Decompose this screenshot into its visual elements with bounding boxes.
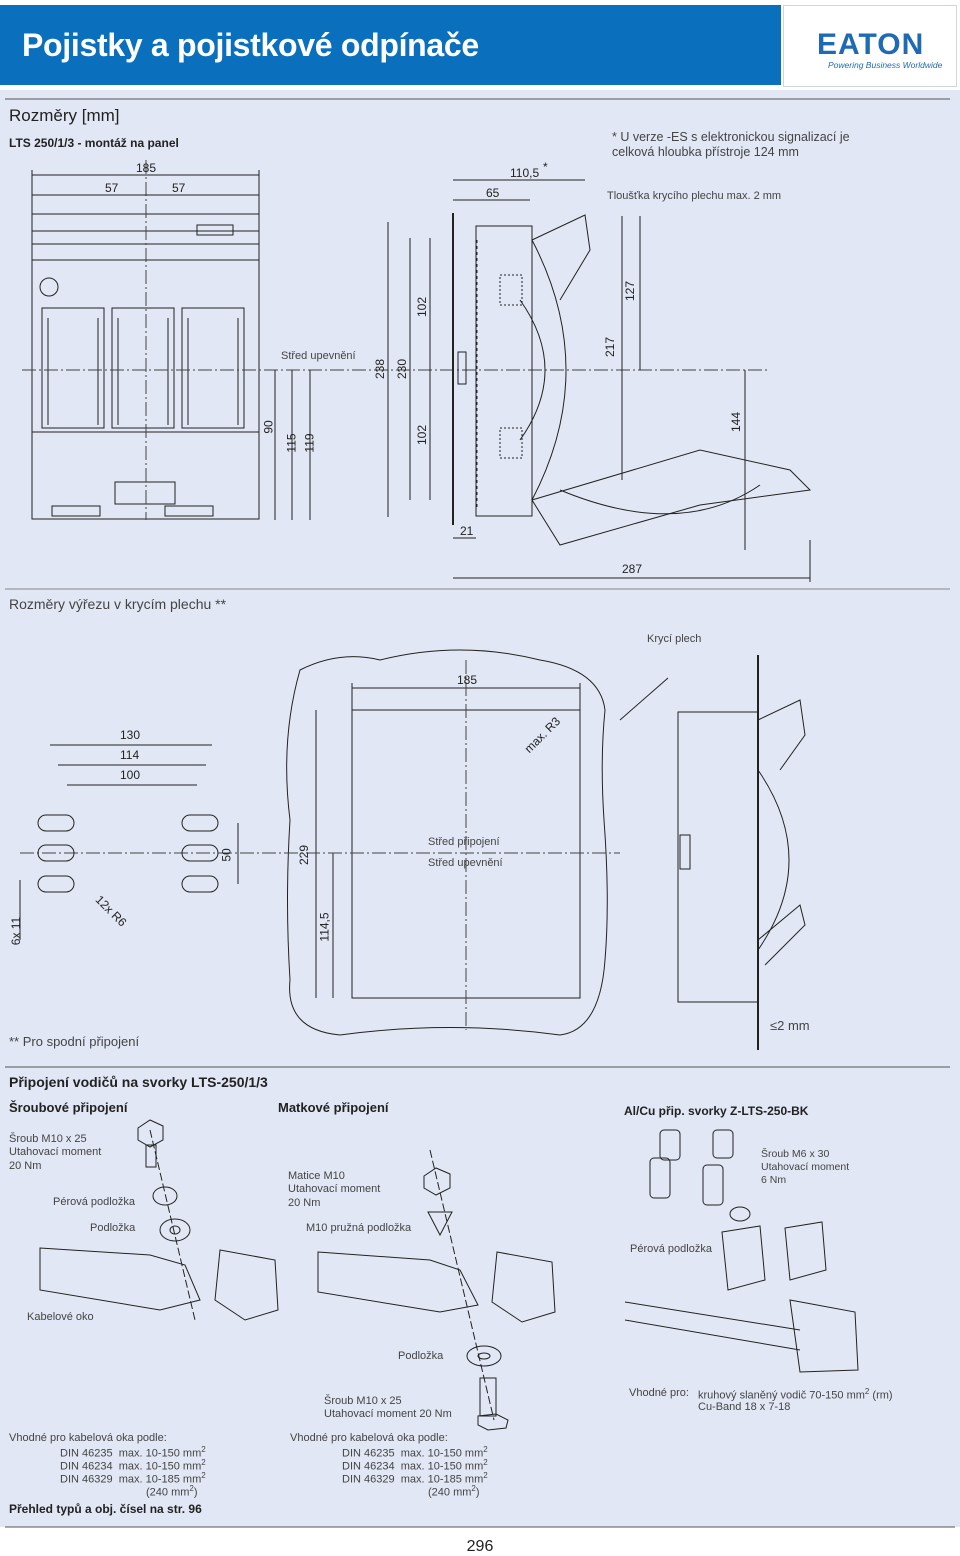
cutout-dim-50: 50	[219, 848, 234, 862]
dim-144: 144	[729, 411, 744, 433]
screw-din-extra: (240 mm2)	[146, 1484, 198, 1499]
dim-238: 238	[373, 358, 388, 380]
terminal-suitable-1: kruhový slaněný vodič 70-150 mm2 (rm)	[698, 1387, 893, 1402]
terminal-spring-washer: Pérová podložka	[630, 1243, 712, 1255]
dim-57b: 57	[172, 181, 186, 195]
cutout-dim-130: 130	[120, 728, 141, 742]
dimensions-subheading: LTS 250/1/3 - montáž na panel	[9, 136, 179, 150]
nut-din-extra: (240 mm2)	[428, 1484, 480, 1499]
dim-217: 217	[603, 336, 618, 358]
cutout-fixing-center-label: Střed upevnění	[428, 857, 503, 869]
nut-torque-label: Utahovací moment	[288, 1183, 381, 1195]
nut-label: Matice M10	[288, 1170, 345, 1182]
cutout-dim-1145: 114,5	[317, 912, 332, 942]
screw-din-1: DIN 46235 max. 10-150 mm2	[60, 1445, 206, 1460]
front-view-drawing	[22, 160, 770, 520]
dim-102b: 102	[415, 424, 430, 446]
terminal-suitable-2: Cu-Band 18 x 7-18	[698, 1401, 791, 1413]
connection-center-label: Střed připojení	[428, 836, 500, 848]
screw-suitable-title: Vhodné pro kabelová oka podle:	[9, 1432, 167, 1444]
dim-110: 110,5	[510, 166, 540, 180]
nut-bolt-torque: Utahovací moment 20 Nm	[324, 1408, 452, 1420]
nut-suitable-title: Vhodné pro kabelová oka podle:	[290, 1432, 448, 1444]
nut-washer: Podložka	[398, 1350, 444, 1362]
nut-connection-drawing	[317, 1149, 556, 1431]
cutout-dim-185: 185	[457, 673, 478, 687]
bottom-connection-note: ** Pro spodní připojení	[9, 1034, 140, 1049]
dim-star: *	[543, 160, 548, 174]
screw-torque-value: 20 Nm	[9, 1160, 42, 1172]
title-bar: Pojistky a pojistkové odpínače	[0, 5, 781, 85]
cable-lug-label: Kabelové oko	[27, 1311, 94, 1323]
cover-thickness-note: Tloušťka krycího plechu max. 2 mm	[607, 190, 782, 202]
dim-90: 90	[261, 420, 276, 434]
nut-spring-washer: M10 pružná podložka	[306, 1222, 412, 1234]
dim-230: 230	[395, 358, 410, 380]
screw-din-2: DIN 46234 max. 10-150 mm2	[60, 1458, 206, 1473]
max-thickness-label: ≤2 mm	[770, 1018, 810, 1033]
fixing-center-label: Střed upevnění	[281, 350, 356, 362]
overview-reference: Přehled typů a obj. čísel na str. 96	[9, 1502, 202, 1516]
es-note-line1: * U verze -ES s elektronickou signalizac…	[612, 130, 850, 144]
cutout-dim-114: 114	[120, 748, 140, 762]
terminal-bolt: Šroub M6 x 30	[761, 1148, 830, 1160]
terminal-torque-value: 6 Nm	[761, 1174, 787, 1186]
dim-119: 119	[302, 433, 317, 453]
dim-115: 115	[284, 433, 299, 453]
logo-wordmark: EATON	[817, 28, 925, 61]
connection-heading: Připojení vodičů na svorky LTS-250/1/3	[9, 1074, 268, 1090]
terminal-suitable-label: Vhodné pro:	[629, 1387, 689, 1399]
cutout-drawing	[19, 649, 806, 1050]
nut-bolt: Šroub M10 x 25	[324, 1395, 402, 1407]
page-header: Pojistky a pojistkové odpínače EATON Pow…	[0, 0, 960, 90]
dim-65: 65	[486, 186, 500, 200]
cutout-heading: Rozměry výřezu v krycím plechu **	[9, 596, 227, 612]
cover-plate-label: Krycí plech	[647, 633, 702, 645]
side-view-drawing	[387, 179, 812, 582]
dimensions-heading: Rozměry [mm]	[9, 106, 120, 125]
nut-torque-value: 20 Nm	[288, 1197, 321, 1209]
terminal-title: Al/Cu přip. svorky Z-LTS-250-BK	[624, 1104, 809, 1118]
screw-connection-title: Šroubové připojení	[9, 1100, 128, 1115]
content-area	[0, 90, 960, 1527]
page-number: 296	[466, 1538, 494, 1555]
page-title: Pojistky a pojistkové odpínače	[22, 27, 479, 63]
terminal-connection-drawing	[624, 1129, 859, 1373]
nut-din-1: DIN 46235 max. 10-150 mm2	[342, 1445, 488, 1460]
terminal-torque-label: Utahovací moment	[761, 1161, 850, 1173]
dim-102a: 102	[415, 296, 430, 318]
nut-connection-title: Matkové připojení	[278, 1100, 389, 1115]
screw-spring-washer: Pérová podložka	[53, 1196, 135, 1208]
screw-din-3: DIN 46329 max. 10-185 mm2	[60, 1471, 206, 1486]
dim-127: 127	[623, 280, 638, 302]
screw-torque-label: Utahovací moment	[9, 1146, 102, 1158]
screw-washer: Podložka	[90, 1222, 136, 1234]
dim-287: 287	[622, 562, 643, 576]
cutout-dim-100: 100	[120, 768, 141, 782]
dim-57a: 57	[105, 181, 119, 195]
nut-din-2: DIN 46234 max. 10-150 mm2	[342, 1458, 488, 1473]
cutout-dim-229: 229	[297, 844, 312, 866]
screw-connection-drawing	[39, 1119, 279, 1321]
dim-21: 21	[460, 524, 474, 538]
logo-tagline: Powering Business Worldwide	[828, 60, 943, 70]
nut-din-3: DIN 46329 max. 10-185 mm2	[342, 1471, 488, 1486]
cutout-dim-6x11: 6x 11	[9, 916, 24, 946]
screw-bolt: Šroub M10 x 25	[9, 1133, 87, 1145]
es-note-line2: celková hloubka přístroje 124 mm	[612, 145, 799, 159]
dim-185: 185	[136, 161, 157, 175]
eaton-logo: EATON Powering Business Worldwide	[783, 5, 957, 87]
